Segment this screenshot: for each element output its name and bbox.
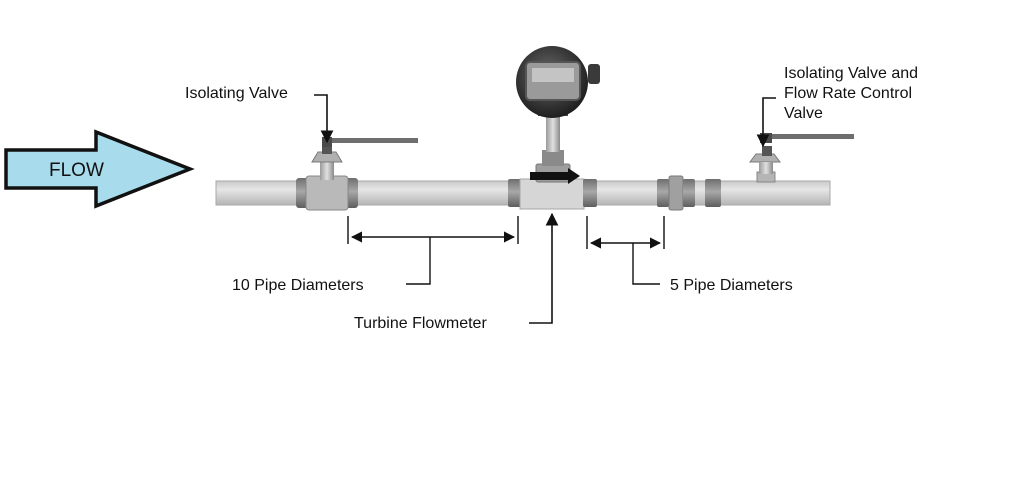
flow-direction-arrow: FLOW bbox=[4, 129, 195, 209]
upstream-run-dimension bbox=[347, 216, 519, 285]
meter-inlet-flange bbox=[508, 179, 522, 207]
meter-flow-arrow bbox=[530, 168, 580, 184]
inlet-valve-leader bbox=[314, 94, 334, 144]
turbine-flowmeter bbox=[516, 46, 600, 210]
downstream-run-dimension bbox=[586, 216, 665, 285]
turbine-flowmeter-label: Turbine Flowmeter bbox=[354, 315, 487, 332]
outlet-valve-label-line1: Isolating Valve and bbox=[784, 65, 918, 82]
outlet-control-valve bbox=[749, 133, 854, 183]
inlet-isolating-valve bbox=[296, 137, 418, 211]
outlet-valve-leader bbox=[756, 97, 776, 148]
upstream-run-label: 10 Pipe Diameters bbox=[232, 277, 364, 294]
meter-leader bbox=[529, 212, 559, 324]
outlet-valve-label-line3: Valve bbox=[784, 105, 823, 122]
inlet-valve-label: Isolating Valve bbox=[185, 85, 288, 102]
outlet-valve-label-line2: Flow Rate Control bbox=[784, 85, 912, 102]
downstream-union bbox=[657, 175, 721, 211]
downstream-run-label: 5 Pipe Diameters bbox=[670, 277, 793, 294]
flow-label: FLOW bbox=[49, 160, 104, 181]
